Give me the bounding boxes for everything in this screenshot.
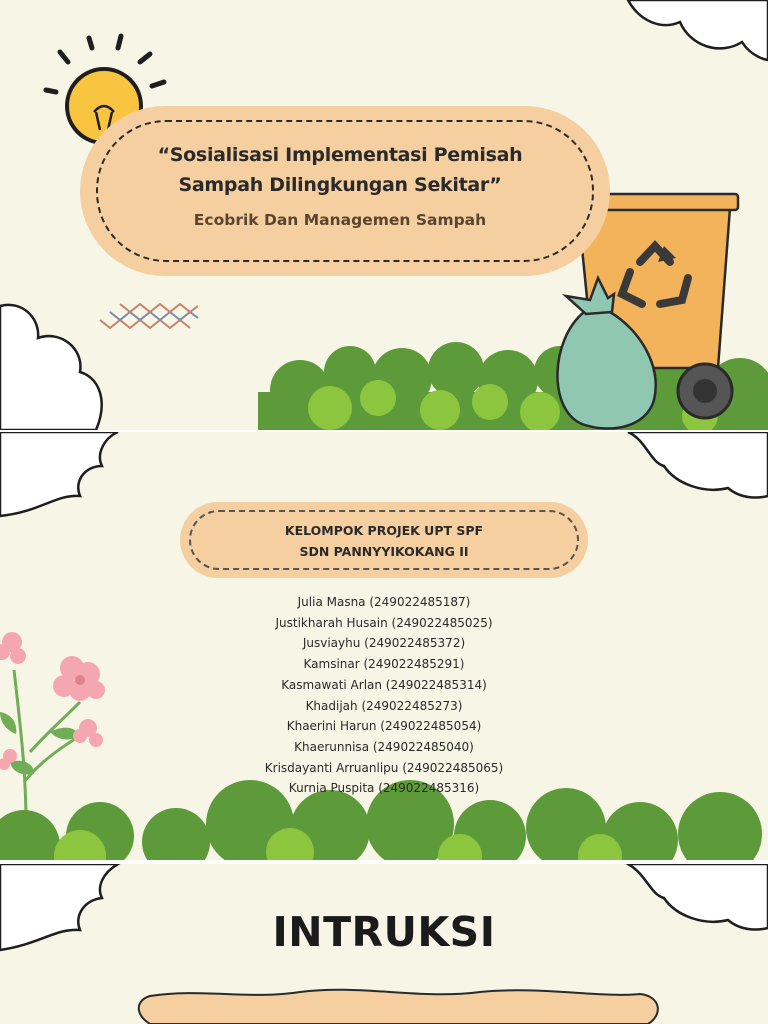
title-panel: “Sosialisasi Implementasi Pemisah Sampah…: [0, 0, 768, 430]
bottom-pill-decoration: [137, 988, 659, 1024]
member-item: Krisdayanti Arruanlipu (249022485065): [264, 760, 504, 775]
title-line-2: Sampah Dilingkungan Sekitar”: [178, 174, 502, 196]
cloud-icon: [0, 432, 119, 518]
members-panel-decoration: [0, 432, 768, 860]
member-item: Khaerunnisa (249022485040): [294, 739, 474, 754]
group-pill: [180, 502, 588, 578]
zigzag-icon: [99, 302, 199, 330]
subtitle: Ecobrik Dan Managemen Sampah: [193, 211, 487, 229]
title-line-1: “Sosialisasi Implementasi Pemisah: [157, 144, 523, 166]
instruction-panel-decoration: [0, 864, 768, 1024]
member-item: Khaerini Harun (249022485054): [286, 719, 482, 734]
cloud-icon: [0, 303, 103, 430]
group-line-2: SDN PANNYYIKOKANG II: [299, 544, 469, 559]
section-heading: INTRUKSI: [272, 908, 496, 956]
cloud-icon: [627, 432, 768, 499]
group-name: KELOMPOK PROJEK UPT SPF SDN PANNYYIKOKAN…: [180, 520, 588, 562]
group-pill-border: [189, 510, 579, 570]
title-panel-decoration: [0, 0, 768, 430]
instruction-panel: INTRUKSI: [0, 864, 768, 1024]
cloud-icon: [626, 0, 768, 62]
member-list: Julia Masna (249022485187) Justikharah H…: [184, 592, 584, 799]
flower-icon: [0, 632, 105, 823]
bush-decoration: [0, 780, 762, 860]
member-item: Julia Masna (249022485187): [297, 595, 471, 609]
title-pill: [80, 106, 610, 276]
title-pill-border: [96, 120, 594, 262]
member-item: Jusviayhu (249022485372): [302, 636, 466, 651]
member-item: Kasmawati Arlan (249022485314): [281, 677, 487, 692]
members-panel: KELOMPOK PROJEK UPT SPF SDN PANNYYIKOKAN…: [0, 432, 768, 860]
recycle-icon: [617, 240, 692, 308]
garbage-bag-icon: [556, 274, 657, 430]
cloud-icon: [625, 864, 768, 931]
member-item: Justikharah Husain (249022485025): [275, 615, 493, 630]
group-line-1: KELOMPOK PROJEK UPT SPF: [284, 523, 484, 538]
member-item: Kamsinar (249022485291): [303, 657, 465, 672]
member-item: Khadijah (249022485273): [305, 698, 463, 713]
member-item: Kurnia Puspita (249022485316): [288, 781, 480, 796]
title-text: “Sosialisasi Implementasi Pemisah Sampah…: [110, 140, 570, 200]
cloud-icon: [0, 864, 121, 952]
